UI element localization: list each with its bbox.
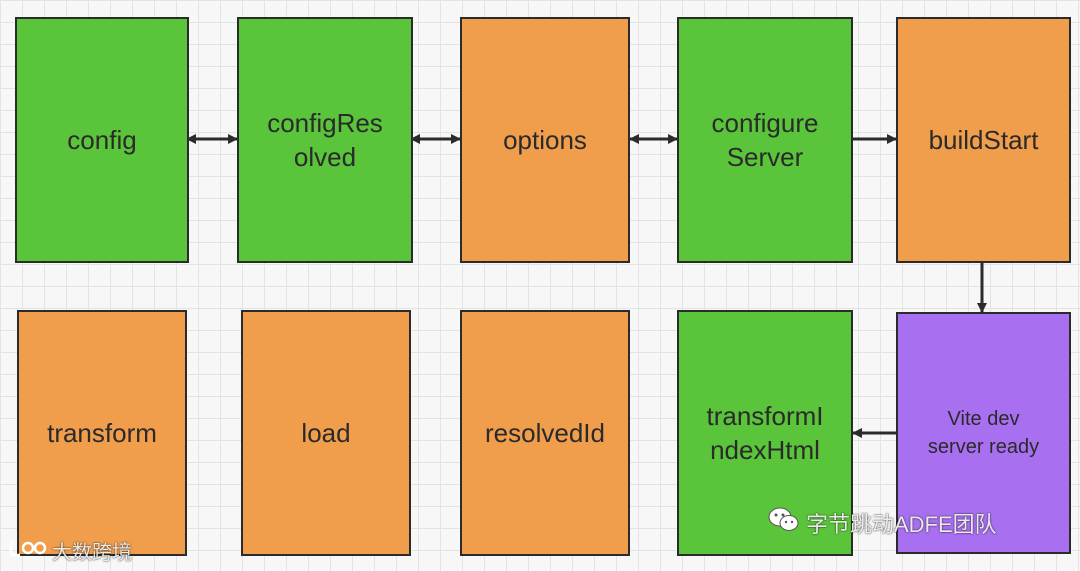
node-configureserver: configure Server — [677, 17, 853, 263]
node-configresolved: configRes olved — [237, 17, 413, 263]
wechat-icon — [768, 506, 800, 540]
node-transform: transform — [17, 310, 187, 556]
watermark-right-text: 字节跳动ADFE团队 — [806, 512, 997, 537]
node-transformindexhtml: transformI ndexHtml — [677, 310, 853, 556]
logo-icon — [8, 537, 48, 565]
node-load: load — [241, 310, 411, 556]
node-options: options — [460, 17, 630, 263]
watermark-right: 字节跳动ADFE团队 — [768, 506, 997, 540]
node-resolvedid: resolvedId — [460, 310, 630, 556]
watermark-left: 大数跨境 — [8, 536, 132, 565]
watermark-left-text: 大数跨境 — [52, 542, 132, 564]
node-buildstart: buildStart — [896, 17, 1071, 263]
node-config: config — [15, 17, 189, 263]
node-vite-dev-server-ready: Vite dev server ready — [896, 312, 1071, 554]
